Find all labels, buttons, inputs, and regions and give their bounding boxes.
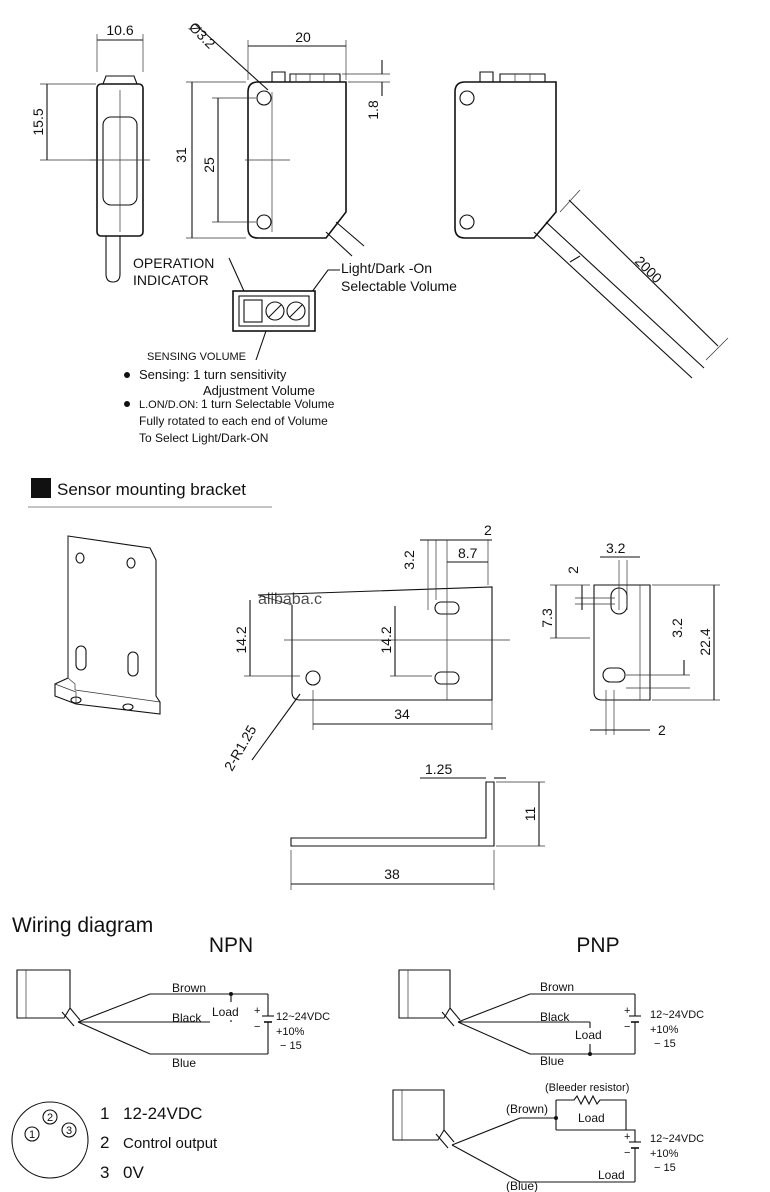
pin-3: 3 bbox=[66, 1125, 72, 1137]
npn-diagram: Brown Black Blue Load + − 12~24VDC +10% … bbox=[16, 969, 330, 1070]
dim-width: 10.6 bbox=[106, 22, 133, 38]
pin-2: 2 bbox=[47, 1112, 53, 1124]
npn-black: Black bbox=[172, 1011, 202, 1025]
bleeder-load2: Load bbox=[598, 1168, 625, 1182]
bracket-profile-drawing: 1.25 11 38 bbox=[290, 761, 545, 890]
bleeder-tol1: +10% bbox=[650, 1148, 679, 1160]
op-indicator-line1: OPERATION bbox=[133, 255, 214, 271]
dim-bracket-3-2b: 3.2 bbox=[606, 540, 626, 556]
dim-bracket-1-25: 1.25 bbox=[425, 761, 452, 777]
wiring-title: Wiring diagram bbox=[12, 914, 153, 937]
dim-bracket-38: 38 bbox=[384, 866, 400, 882]
dim-bracket-r125: 2-R1.25 bbox=[221, 722, 260, 773]
pnp-bleeder-diagram: (Bleeder resistor) Load (Brown) (Blue) +… bbox=[392, 1082, 704, 1192]
bracket-front-drawing: 2 3.2 8.7 alibaba.c 14.2 14.2 34 2-R1.25 bbox=[221, 522, 510, 774]
dim-bracket-11: 11 bbox=[522, 807, 538, 822]
note-1a: Sensing: 1 turn sensitivity bbox=[139, 367, 287, 382]
pin-legend-2-num: 2 bbox=[100, 1133, 109, 1152]
dim-bracket-14-2b: 14.2 bbox=[378, 626, 394, 653]
svg-text:+: + bbox=[624, 1005, 630, 1017]
dim-bracket-7-3: 7.3 bbox=[539, 608, 555, 628]
light-dark-line2: Selectable Volume bbox=[341, 278, 457, 294]
pnp-diagram: Brown Black Blue Load + − 12~24VDC +10% … bbox=[398, 969, 704, 1068]
npn-vdc: 12~24VDC bbox=[276, 1011, 330, 1023]
bracket-title: Sensor mounting bracket bbox=[57, 480, 246, 499]
pin-legend-1-num: 1 bbox=[100, 1104, 109, 1123]
pin-legend-3: 0V bbox=[123, 1163, 144, 1182]
npn-brown: Brown bbox=[172, 981, 206, 995]
dim-hole-dia: Ø3.2 bbox=[186, 19, 219, 52]
bleeder-tol2: − 15 bbox=[654, 1162, 676, 1174]
bleeder-label: (Bleeder resistor) bbox=[545, 1082, 629, 1094]
pnp-title: PNP bbox=[576, 934, 619, 957]
pnp-brown: Brown bbox=[540, 980, 574, 994]
note-2b: Fully rotated to each end of Volume bbox=[139, 414, 328, 428]
npn-tol2: − 15 bbox=[280, 1040, 302, 1052]
notes: Sensing: 1 turn sensitivity Adjustment V… bbox=[124, 367, 335, 445]
sensing-volume-label: SENSING VOLUME bbox=[147, 351, 246, 363]
dim-cable-len: 2000 bbox=[632, 253, 665, 286]
dim-hole-pitch: 25 bbox=[201, 157, 217, 173]
note-2-label: L.ON/D.ON: bbox=[139, 399, 198, 411]
dim-height-left: 15.5 bbox=[30, 108, 46, 135]
note-2a: 1 turn Selectable Volume bbox=[201, 397, 335, 411]
pnp-vdc: 12~24VDC bbox=[650, 1009, 704, 1021]
connector-outline bbox=[11, 1101, 89, 1179]
dim-bracket-2c: 2 bbox=[658, 722, 666, 738]
pnp-tol2: − 15 bbox=[654, 1038, 676, 1050]
bleeder-blue: (Blue) bbox=[506, 1179, 538, 1192]
npn-title: NPN bbox=[209, 934, 253, 957]
sensor-side-view: Ø3.2 20 31 25 1.8 bbox=[173, 19, 390, 257]
sensor-back-view: 2000 bbox=[454, 71, 729, 379]
connector-pinout: 2 1 3 1 12-24VDC 2 Control output 3 0V bbox=[11, 1101, 218, 1182]
light-dark-line1: Light/Dark -On bbox=[341, 260, 432, 276]
bracket-side-drawing: 3.2 2 7.3 3.2 22.4 2 bbox=[539, 540, 720, 738]
dim-bracket-14-2a: 14.2 bbox=[233, 626, 249, 653]
dim-bracket-34: 34 bbox=[394, 706, 410, 722]
sensor-front-view: 10.6 15.5 bbox=[30, 22, 150, 283]
bleeder-brown: (Brown) bbox=[506, 1102, 548, 1116]
pin-legend-3-num: 3 bbox=[100, 1163, 109, 1182]
pnp-load: Load bbox=[575, 1028, 602, 1042]
svg-text:−: − bbox=[624, 1021, 630, 1033]
svg-text:−: − bbox=[254, 1021, 260, 1033]
pin-1: 1 bbox=[29, 1129, 35, 1141]
dim-bracket-3-2c: 3.2 bbox=[669, 618, 685, 638]
pnp-black: Black bbox=[540, 1010, 570, 1024]
npn-load: Load bbox=[212, 1005, 239, 1019]
svg-text:+: + bbox=[624, 1131, 630, 1143]
npn-tol1: +10% bbox=[276, 1026, 305, 1038]
dim-top-offset: 1.8 bbox=[365, 100, 381, 120]
dim-body-height: 31 bbox=[173, 147, 189, 163]
note-2c: To Select Light/Dark-ON bbox=[139, 431, 268, 445]
pnp-tol1: +10% bbox=[650, 1024, 679, 1036]
svg-text:+: + bbox=[254, 1005, 260, 1017]
bracket-isometric bbox=[54, 535, 161, 715]
pin-legend-1: 12-24VDC bbox=[123, 1104, 202, 1123]
bleeder-vdc: 12~24VDC bbox=[650, 1133, 704, 1145]
pnp-blue: Blue bbox=[540, 1054, 564, 1068]
bleeder-load: Load bbox=[578, 1111, 605, 1125]
indicator-detail: OPERATION INDICATOR Light/Dark -On Selec… bbox=[133, 255, 457, 363]
npn-blue: Blue bbox=[172, 1056, 196, 1070]
dim-bracket-3-2a: 3.2 bbox=[401, 550, 417, 570]
op-indicator-line2: INDICATOR bbox=[133, 272, 209, 288]
dim-bracket-22-4: 22.4 bbox=[697, 628, 713, 655]
dim-bracket-2b: 2 bbox=[565, 566, 581, 574]
dim-body-width: 20 bbox=[295, 29, 311, 45]
pin-legend-2: Control output bbox=[123, 1135, 218, 1152]
dim-bracket-2a: 2 bbox=[484, 522, 492, 538]
dim-bracket-8-7: 8.7 bbox=[458, 545, 478, 561]
note-1b: Adjustment Volume bbox=[203, 383, 315, 398]
svg-text:−: − bbox=[624, 1147, 630, 1159]
watermark: alibaba.c bbox=[258, 591, 322, 608]
bracket-section-header: Sensor mounting bracket bbox=[28, 478, 272, 508]
